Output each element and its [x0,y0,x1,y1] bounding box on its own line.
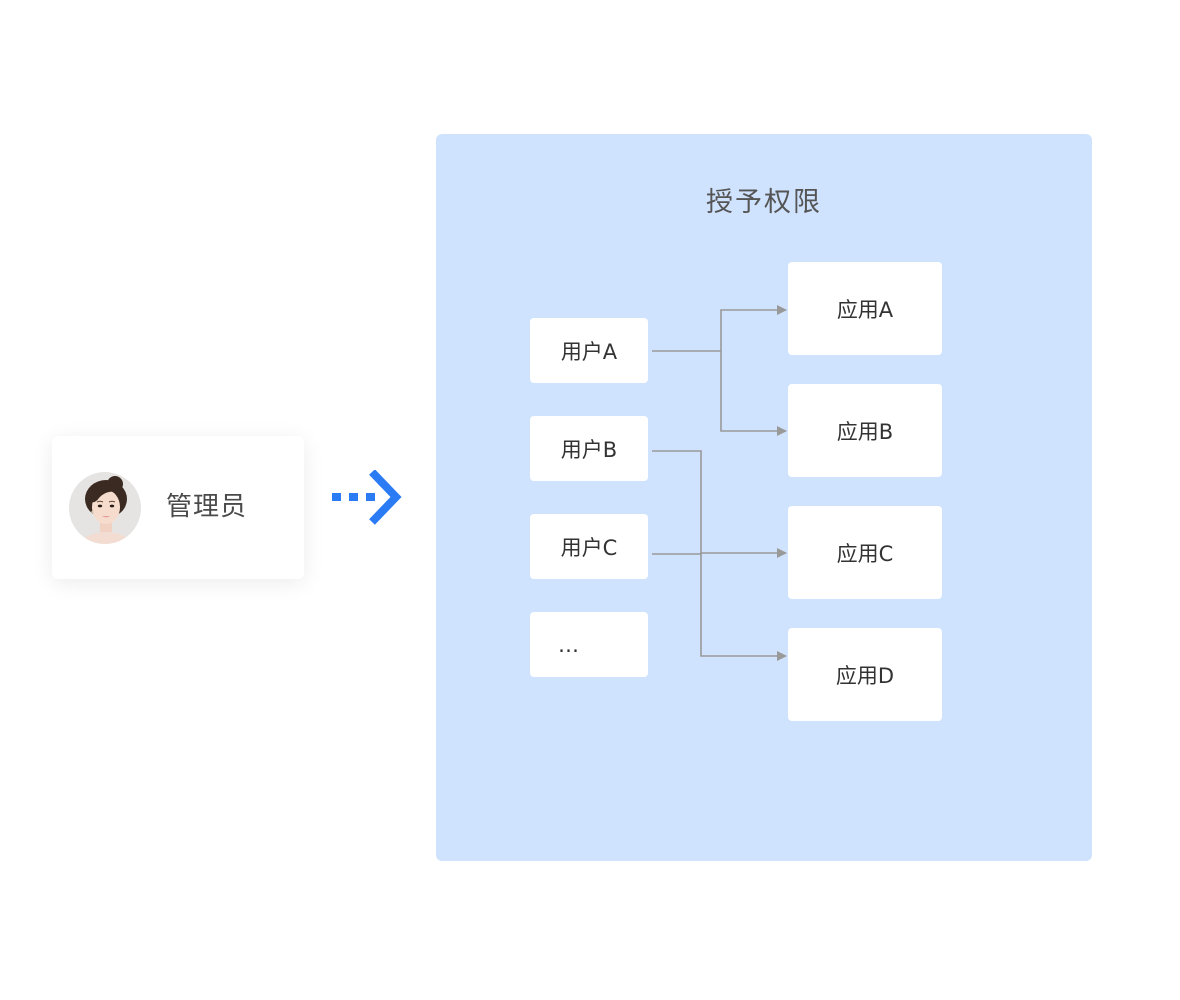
app-label: 应用D [835,663,895,688]
user-label: 用户C [560,535,618,560]
app-box-c: 应用C [788,506,942,599]
avatar [69,472,141,544]
admin-card: 管理员 [52,436,304,579]
user-label: 用户A [560,339,618,364]
panel-title: 授予权限 [706,187,822,218]
user-box-c: 用户C [530,514,648,579]
app-box-b: 应用B [788,384,942,477]
app-label: 应用B [836,419,894,444]
connector-user-c-app-c [652,548,787,558]
app-box-a: 应用A [788,262,942,355]
user-box-more: … [530,612,648,677]
connector-user-a-app-a [720,305,787,351]
portrait-avatar-icon [69,472,141,544]
dotted-chevron-right-icon [332,469,402,525]
user-box-b: 用户B [530,416,648,481]
grant-permission-panel: 授予权限 用户A 用户B 用户C … 应用A 应用B [436,134,1092,861]
connector-lines [652,305,787,661]
admin-label: 管理员 [166,492,248,522]
user-box-a: 用户A [530,318,648,383]
app-box-d: 应用D [788,628,942,721]
user-label: … [558,632,579,657]
app-label: 应用A [836,297,894,322]
flow-arrow [330,469,402,530]
connector-user-a-app-b [720,351,787,436]
user-label: 用户B [560,437,618,462]
app-label: 应用C [836,541,894,566]
